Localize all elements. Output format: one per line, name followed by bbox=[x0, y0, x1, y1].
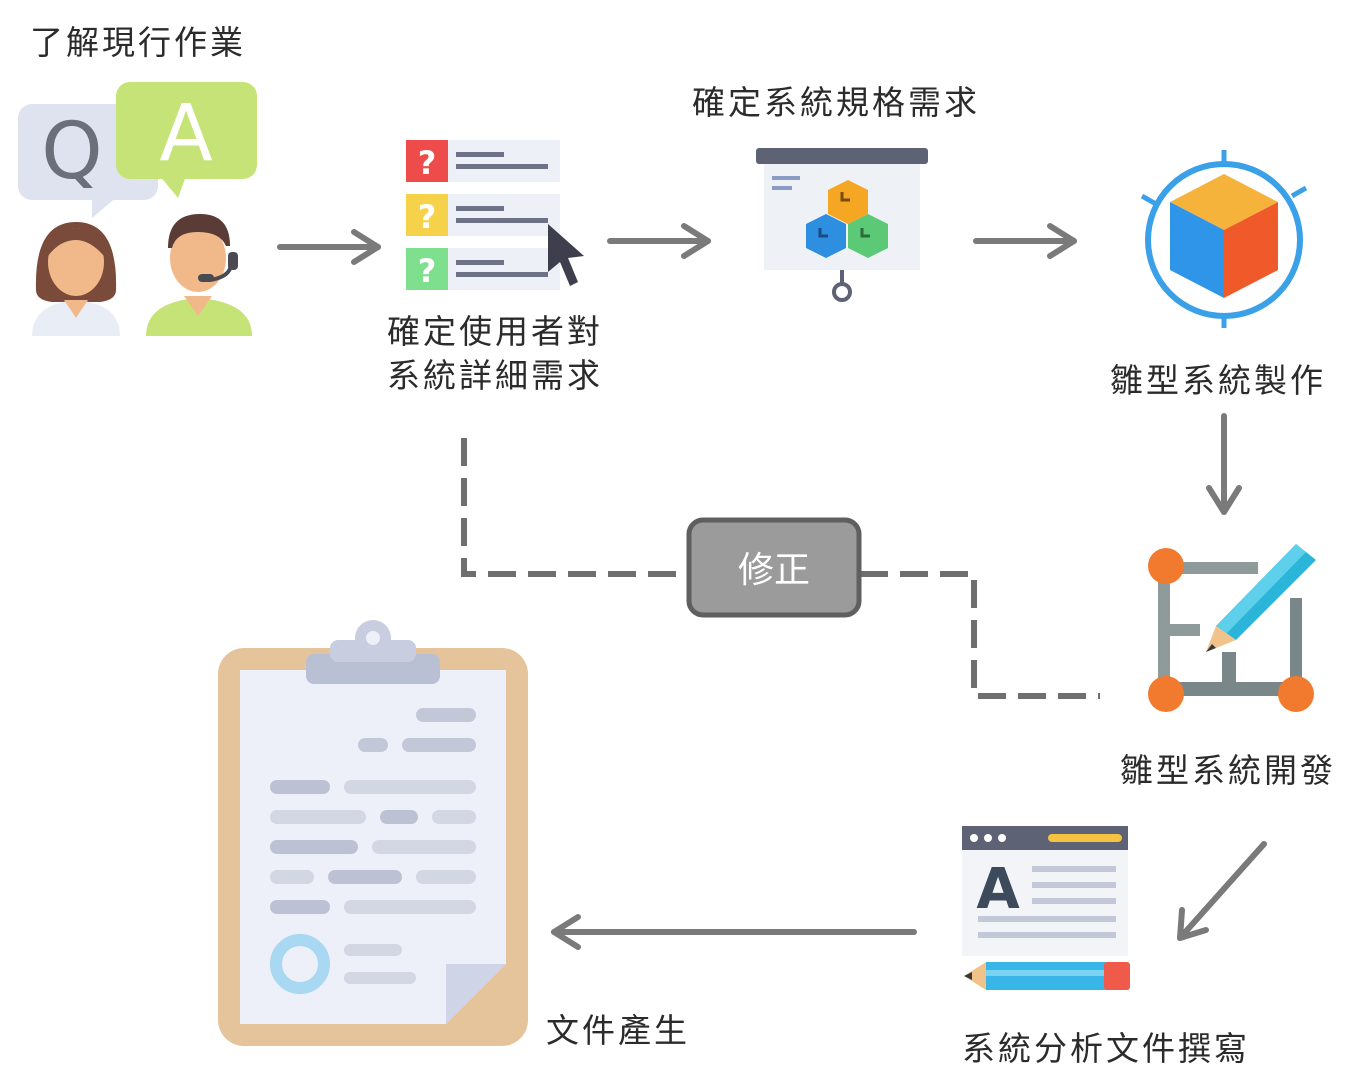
arrow-spec-to-prototype bbox=[973, 223, 1077, 259]
step-doc-output-label: 文件產生 bbox=[546, 1011, 690, 1050]
arrow-qa-to-confirm bbox=[277, 229, 381, 265]
arrow-prototype-down bbox=[1206, 413, 1242, 515]
answer-letter: A bbox=[159, 89, 212, 179]
fix-label: 修正 bbox=[738, 550, 810, 591]
document-writing-icon: A bbox=[962, 826, 1130, 990]
step-analysis-doc-label: 系統分析文件撰寫 bbox=[962, 1029, 1250, 1068]
step-prototype-dev-label: 雛型系統開發 bbox=[1120, 751, 1336, 790]
checklist-icon: ? ? ? bbox=[406, 140, 584, 290]
cube-prototype-icon bbox=[1140, 150, 1308, 328]
step-understand-label: 了解現行作業 bbox=[30, 23, 246, 62]
step-spec-label: 確定系統規格需求 bbox=[692, 83, 980, 122]
arrow-confirm-to-spec bbox=[607, 223, 711, 259]
blueprint-drafting-icon bbox=[1148, 544, 1316, 712]
qa-icon: Q A bbox=[18, 82, 257, 336]
answer-bubble bbox=[116, 82, 257, 179]
step-prototype-make-label: 雛型系統製作 bbox=[1110, 361, 1326, 400]
support-agent-icon bbox=[146, 214, 252, 336]
cursor-icon bbox=[548, 224, 584, 286]
document-letter: A bbox=[976, 857, 1020, 922]
clipboard-document-icon bbox=[218, 620, 528, 1046]
step-confirm-user-label: 確定使用者對 系統詳細需求 bbox=[370, 310, 620, 398]
step-confirm-user-line1: 確定使用者對 bbox=[387, 312, 603, 351]
question-letter: Q bbox=[41, 107, 102, 197]
flow-arrows bbox=[277, 223, 1267, 950]
feedback-dashed-path bbox=[461, 438, 1100, 699]
step-confirm-user-line2: 系統詳細需求 bbox=[387, 356, 603, 395]
woman-avatar-icon bbox=[32, 222, 120, 336]
arrow-diagonal-to-doc bbox=[1177, 841, 1267, 941]
question-mark: ? bbox=[418, 198, 437, 236]
question-mark: ? bbox=[418, 144, 437, 182]
arrow-doc-to-clipboard bbox=[551, 914, 917, 950]
fix-box: 修正 bbox=[686, 517, 862, 618]
question-mark: ? bbox=[418, 252, 437, 290]
presentation-board-icon bbox=[756, 148, 928, 302]
